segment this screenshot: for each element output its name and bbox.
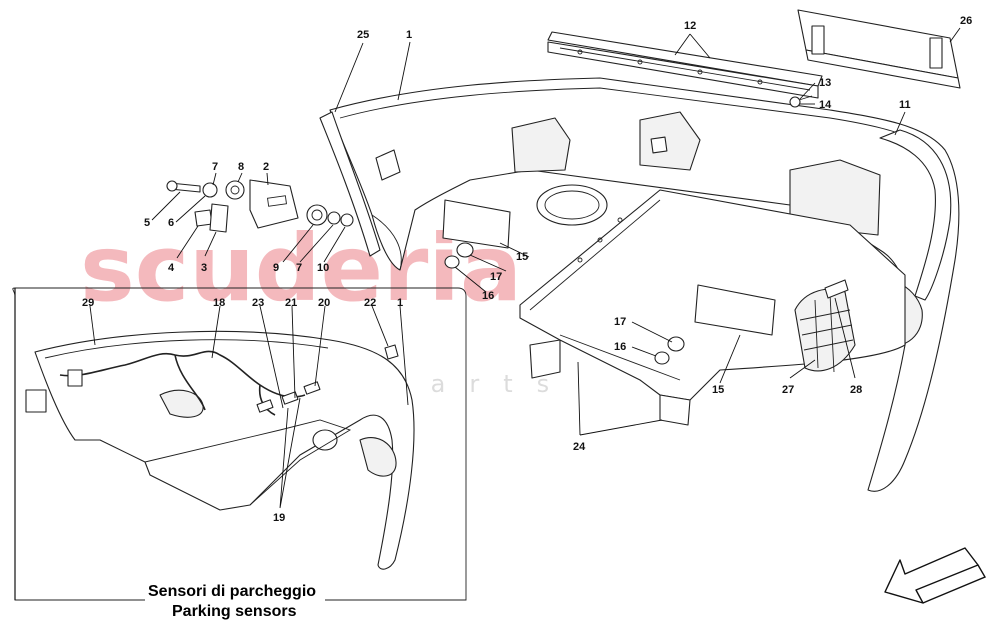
hardware-cluster bbox=[166, 179, 354, 233]
inset-caption-italian: Sensori di parcheggio bbox=[148, 583, 316, 600]
rail-12 bbox=[547, 31, 823, 99]
bracket-2 bbox=[249, 179, 299, 229]
seal-strip-11 bbox=[879, 129, 952, 301]
washer-6 bbox=[202, 182, 218, 198]
sensor-connector-29 bbox=[67, 369, 83, 387]
seal-strip-25 bbox=[319, 111, 381, 257]
callout-18: 18 bbox=[213, 297, 225, 309]
callout-22: 22 bbox=[364, 297, 376, 309]
license-plate-15-right bbox=[694, 284, 776, 336]
sensor-set bbox=[256, 381, 321, 413]
callout-27: 27 bbox=[782, 384, 794, 396]
callout-7-bottom: 7 bbox=[296, 262, 302, 274]
bushing-9 bbox=[306, 204, 328, 226]
callout-5: 5 bbox=[144, 217, 150, 229]
callout-15-right: 15 bbox=[712, 384, 724, 396]
clip-28 bbox=[824, 279, 849, 299]
spacers-16-17-left bbox=[444, 242, 474, 269]
callout-28: 28 bbox=[850, 384, 862, 396]
callout-11: 11 bbox=[899, 99, 911, 111]
arrow-down-left-icon bbox=[884, 547, 987, 604]
plug-22 bbox=[384, 344, 399, 360]
callout-16-left: 16 bbox=[482, 290, 494, 302]
parking-sensors-inset bbox=[12, 287, 467, 601]
callout-19: 19 bbox=[273, 512, 285, 524]
grommet-8 bbox=[225, 180, 245, 200]
callout-4: 4 bbox=[168, 262, 175, 274]
callout-7-top: 7 bbox=[212, 161, 218, 173]
callout-1-top: 1 bbox=[406, 29, 412, 41]
callout-12: 12 bbox=[684, 20, 696, 32]
plate-3 bbox=[209, 203, 229, 233]
callout-10: 10 bbox=[317, 262, 329, 274]
license-plate-15-left bbox=[442, 199, 511, 249]
callout-17-right: 17 bbox=[614, 316, 626, 328]
callout-26: 26 bbox=[960, 15, 972, 27]
washer-7 bbox=[327, 211, 341, 225]
callout-13: 13 bbox=[819, 77, 831, 89]
callout-6: 6 bbox=[168, 217, 174, 229]
inset-caption-english: Parking sensors bbox=[172, 603, 297, 620]
callout-15-left: 15 bbox=[516, 251, 528, 263]
leader-lines bbox=[89, 27, 961, 509]
callout-9: 9 bbox=[273, 262, 279, 274]
callout-16-right: 16 bbox=[614, 341, 626, 353]
callout-1-inset: 1 bbox=[397, 297, 403, 309]
callout-8: 8 bbox=[238, 161, 244, 173]
callout-25: 25 bbox=[357, 29, 369, 41]
callout-3: 3 bbox=[201, 262, 207, 274]
callout-29: 29 bbox=[82, 297, 94, 309]
screw-13 bbox=[789, 95, 813, 108]
spacers-16-17-right bbox=[654, 336, 685, 365]
callout-17-left: 17 bbox=[490, 271, 502, 283]
callout-24: 24 bbox=[573, 441, 586, 453]
callout-labels: 25 1 12 26 13 14 11 7 8 2 5 6 4 3 9 7 10… bbox=[82, 15, 972, 524]
callout-23: 23 bbox=[252, 297, 264, 309]
bracket-26 bbox=[797, 9, 961, 89]
nut-4 bbox=[194, 209, 213, 227]
heat-shield-27 bbox=[794, 288, 856, 373]
rear-bumper-main bbox=[329, 77, 960, 492]
callout-21: 21 bbox=[285, 297, 297, 309]
callout-2: 2 bbox=[263, 161, 269, 173]
nut-10 bbox=[340, 213, 354, 227]
callout-14: 14 bbox=[819, 99, 832, 111]
callout-20: 20 bbox=[318, 297, 330, 309]
